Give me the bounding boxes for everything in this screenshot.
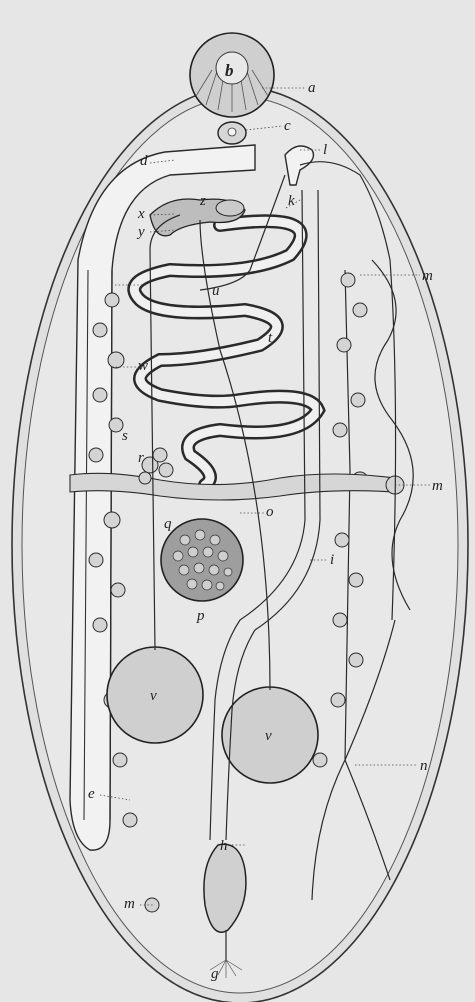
label-y: y — [136, 224, 145, 240]
label-z: z — [199, 193, 206, 209]
label-c: c — [284, 118, 291, 134]
label-l: l — [323, 142, 327, 158]
label-m-top: m — [422, 268, 433, 284]
label-g: g — [211, 966, 219, 982]
label-e: e — [88, 786, 95, 802]
label-p: p — [196, 608, 205, 624]
label-o: o — [266, 504, 274, 520]
label-u: u — [212, 283, 220, 299]
label-b: b — [225, 61, 234, 80]
label-q: q — [164, 516, 172, 532]
label-a: a — [308, 80, 316, 96]
label-n: n — [420, 758, 428, 774]
label-v-left: v — [150, 688, 157, 704]
label-w: w — [138, 358, 148, 374]
label-s: s — [122, 428, 128, 444]
label-v-right: v — [265, 728, 272, 744]
label-d: d — [140, 153, 148, 169]
pharynx-lumen — [228, 128, 236, 136]
genital-pore-z — [216, 200, 244, 216]
label-x: x — [137, 206, 145, 222]
label-h: h — [220, 838, 228, 854]
label-i: i — [330, 552, 334, 568]
label-k: k — [288, 193, 295, 209]
label-m-mid: m — [432, 478, 443, 494]
label-r: r — [138, 450, 144, 466]
label-m-bottom: m — [124, 896, 135, 912]
